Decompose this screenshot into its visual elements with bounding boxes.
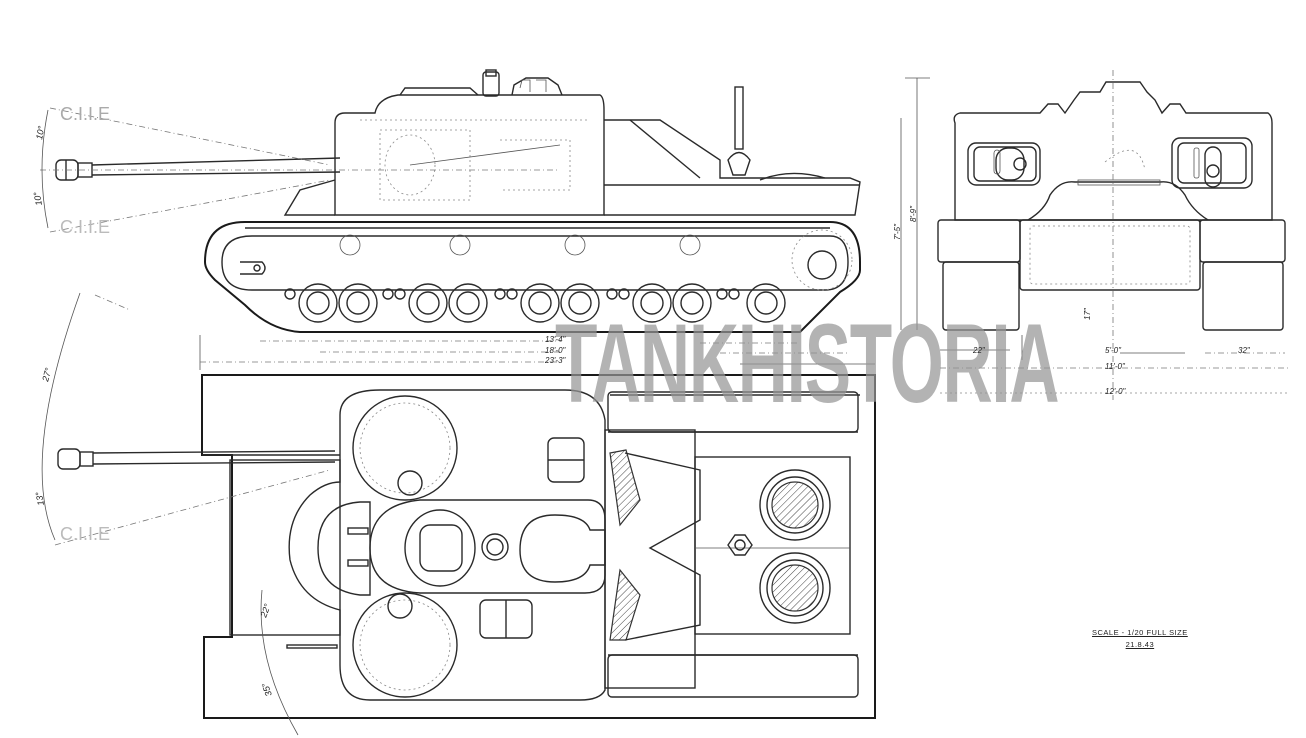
side-elevation-arc: 10° 10° C.I.I.E C.I.I.E (32, 104, 331, 237)
side-length-dims (199, 335, 875, 370)
drawing-date: 21.8.43 (1125, 640, 1155, 649)
dim-width-overall: 12'-0" (1105, 387, 1126, 396)
side-track-assembly (203, 221, 861, 333)
side-view: 10° 10° C.I.I.E C.I.I.E (32, 69, 875, 370)
dim-track-width-left: 22" (973, 346, 985, 355)
svg-text:10°: 10° (32, 191, 44, 207)
dim-track-width-right: 32" (1238, 346, 1250, 355)
scale-label: SCALE - 1/20 FULL SIZE (1092, 628, 1188, 637)
svg-text:27°: 27° (40, 366, 54, 383)
dim-height-overall: 8'-9" (909, 206, 918, 222)
svg-text:C.I.I.E: C.I.I.E (60, 104, 110, 124)
svg-text:35°: 35° (260, 681, 274, 698)
svg-text:C.I.I.E: C.I.I.E (60, 217, 110, 237)
dim-length-hull: 13'-4" (545, 335, 566, 344)
svg-text:13°: 13° (34, 491, 46, 507)
dim-length-track: 18'-0" (545, 346, 566, 355)
plan-view: 27° 13° 22° 35° C.I.I.E (34, 292, 876, 736)
dim-track-centre: 5'-0" (1105, 346, 1121, 355)
svg-text:10°: 10° (34, 125, 46, 141)
title-block: SCALE - 1/20 FULL SIZE 21.8.43 (1092, 628, 1188, 652)
side-gun-barrel (40, 157, 560, 181)
svg-text:22°: 22° (258, 602, 273, 620)
svg-text:C.I.I.E: C.I.I.E (60, 524, 110, 544)
side-casemate (283, 69, 861, 216)
dim-ground-clearance: 17" (1083, 308, 1092, 320)
dim-length-overall: 23'-3" (545, 356, 566, 365)
side-road-wheels (284, 283, 786, 323)
front-view (900, 70, 1290, 400)
dim-width-hull: 11'-0" (1105, 362, 1125, 371)
dim-height-hull: 7'-5" (893, 224, 902, 240)
watermark: TANKHISTORIA (555, 301, 1060, 426)
